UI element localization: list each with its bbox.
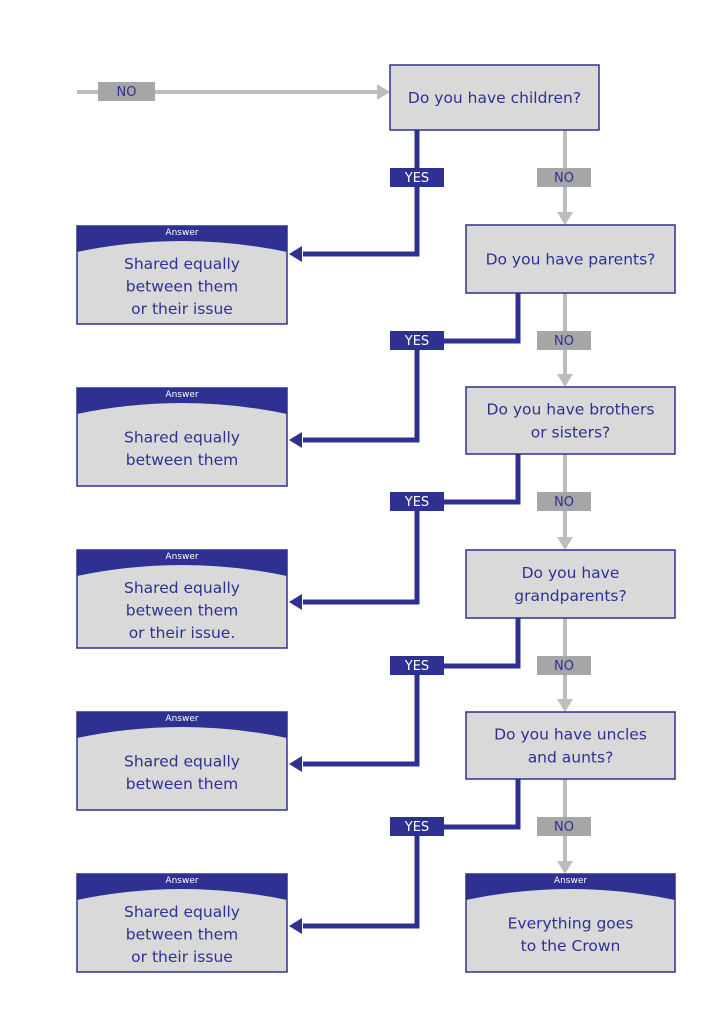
yes-tag-1-text: YES — [404, 171, 429, 186]
answer-header-band — [77, 226, 287, 252]
yes-tag-2: YES — [390, 331, 444, 350]
no-tag-4-text: NO — [554, 659, 574, 674]
yes-tag-4-bg — [390, 656, 444, 675]
yes-tag-4: YES — [390, 656, 444, 675]
yes-tag-2-bg — [390, 331, 444, 350]
question-box-bg — [465, 711, 676, 780]
answer-text: or their issue. — [129, 624, 236, 642]
no-tag-5-bg — [537, 817, 591, 836]
question-text: Do you have children? — [408, 89, 581, 107]
no-tag-2-text: NO — [554, 334, 574, 349]
no-arrowhead-2 — [557, 374, 573, 387]
answer-header-text: Answer — [165, 876, 198, 886]
yes-arrowhead-5 — [289, 918, 302, 934]
question-text: Do you have brothers — [487, 401, 655, 419]
no-tag-4-bg — [537, 656, 591, 675]
branch-labels: NO YES YES YES YES YES NO NO NO NO NO — [98, 82, 591, 836]
answer-text: Shared equally — [124, 752, 240, 770]
entry-arrowhead — [377, 84, 390, 100]
answer-text: Everything goes — [508, 914, 634, 932]
question-box-bg — [465, 224, 676, 294]
no-arrowhead-3 — [557, 537, 573, 550]
question-box-bg — [465, 386, 676, 455]
no-tag-1: NO — [537, 168, 591, 187]
answer-text: between them — [126, 602, 239, 620]
no-tag-2-bg — [537, 331, 591, 350]
no-tag-5: NO — [537, 817, 591, 836]
answer-text: between them — [126, 278, 239, 296]
question-text: Do you have — [522, 564, 620, 582]
answer-text: between them — [126, 451, 239, 469]
answer-text: Shared equally — [124, 255, 240, 273]
question-text: Do you have parents? — [486, 251, 656, 269]
yes-tag-3-bg — [390, 492, 444, 511]
entry-no-tag-text: NO — [117, 85, 137, 100]
yes-line-1 — [303, 130, 420, 257]
answer-text: to the Crown — [521, 937, 621, 955]
yes-tag-1-bg — [390, 168, 444, 187]
question-box-2: Do you have parents? — [465, 224, 676, 294]
question-text: grandparents? — [514, 587, 626, 605]
no-arrowhead-4 — [557, 699, 573, 712]
question-box-3: Do you have brothers or sisters? — [465, 386, 676, 455]
answer-header-text: Answer — [165, 390, 198, 400]
no-tag-1-text: NO — [554, 171, 574, 186]
yes-tag-3: YES — [390, 492, 444, 511]
no-tag-3-bg — [537, 492, 591, 511]
yes-tag-5-text: YES — [404, 820, 429, 835]
yes-tag-4-text: YES — [404, 659, 429, 674]
answer-header-text: Answer — [165, 714, 198, 724]
yes-arrowhead-4 — [289, 756, 302, 772]
answer-header-band — [77, 550, 287, 576]
no-tag-4: NO — [537, 656, 591, 675]
no-tag-3: NO — [537, 492, 591, 511]
answer-header-band — [466, 874, 675, 900]
question-text: Do you have uncles — [494, 726, 647, 744]
entry-no-tag-bg — [98, 82, 155, 101]
answer-header-text: Answer — [554, 876, 587, 886]
answer-text: between them — [126, 926, 239, 944]
yes-tag-3-text: YES — [404, 495, 429, 510]
question-text: and aunts? — [528, 749, 614, 767]
answer-text: Shared equally — [124, 579, 240, 597]
answer-text: or their issue — [131, 948, 233, 966]
answer-text: Shared equally — [124, 428, 240, 446]
no-tag-2: NO — [537, 331, 591, 350]
question-box-bg — [389, 64, 600, 131]
answer-text: Shared equally — [124, 903, 240, 921]
no-tag-3-text: NO — [554, 495, 574, 510]
yes-tag-5: YES — [390, 817, 444, 836]
yes-tag-2-text: YES — [404, 334, 429, 349]
answer-header-band — [77, 874, 287, 900]
yes-tag-5-bg — [390, 817, 444, 836]
yes-arrowhead-3 — [289, 594, 302, 610]
no-tag-5-text: NO — [554, 820, 574, 835]
question-text: or sisters? — [531, 424, 611, 442]
no-tag-1-bg — [537, 168, 591, 187]
answer-header-band — [77, 388, 287, 414]
no-arrowhead-5 — [557, 861, 573, 874]
answer-header-text: Answer — [165, 552, 198, 562]
entry-no-tag: NO — [98, 82, 155, 101]
question-box-1: Do you have children? — [389, 64, 600, 131]
question-box-4: Do you have grandparents? — [465, 549, 676, 619]
flowchart-boxes: Do you have children? Do you have parents… — [76, 64, 676, 973]
yes-arrowhead-1 — [289, 246, 302, 262]
no-arrowhead-1 — [557, 212, 573, 225]
answer-text: or their issue — [131, 300, 233, 318]
yes-arrowhead-2 — [289, 432, 302, 448]
answer-header-text: Answer — [165, 228, 198, 238]
answer-text: between them — [126, 775, 239, 793]
question-box-bg — [465, 549, 676, 619]
question-box-5: Do you have uncles and aunts? — [465, 711, 676, 780]
answer-header-band — [77, 712, 287, 738]
yes-tag-1: YES — [390, 168, 444, 187]
